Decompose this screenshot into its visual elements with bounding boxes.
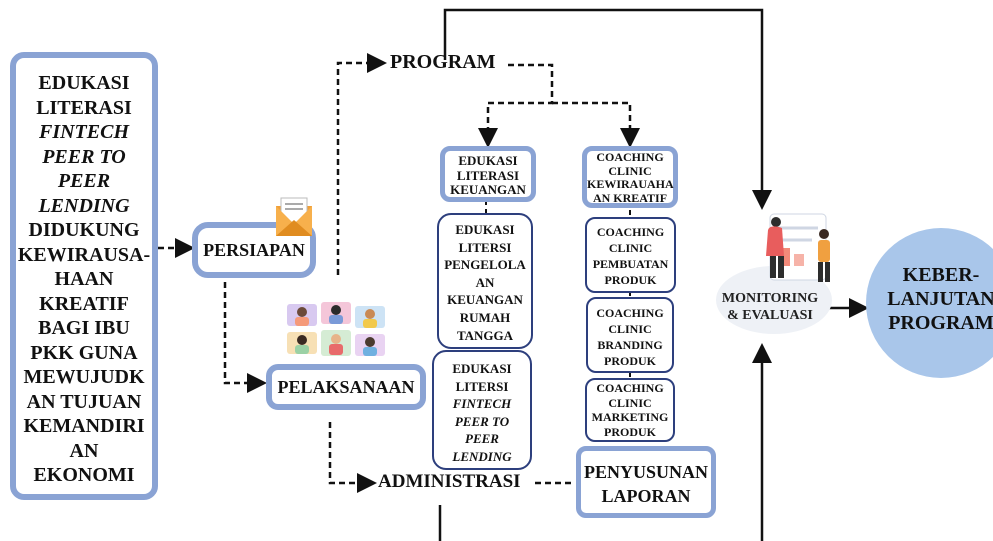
main-line: KEMANDIRI bbox=[23, 415, 145, 437]
pelaksanaan-box: PELAKSANAAN bbox=[266, 364, 426, 410]
keberlanjutan-line: LANJUTAN bbox=[887, 288, 993, 310]
keberlanjutan-line: KEBER- bbox=[902, 264, 980, 286]
keberlanjutan-line: PROGRAM bbox=[888, 312, 993, 334]
main-line: HAAN bbox=[54, 268, 114, 290]
main-line: KREATIF bbox=[39, 292, 129, 315]
col2-box2-line: COACHING bbox=[596, 225, 665, 239]
col1-box3-line: PEER TO bbox=[454, 413, 510, 429]
top-feedback-line bbox=[443, 8, 772, 210]
main-line: BAGI IBU bbox=[38, 317, 130, 339]
main-line: EDUKASI bbox=[38, 72, 130, 94]
col2-box3-line: COACHING bbox=[596, 306, 664, 320]
monitoring-line: & EVALUASI bbox=[727, 308, 813, 323]
program-branch-line-right bbox=[552, 101, 640, 148]
col2-box1-line: COACHING bbox=[596, 150, 664, 164]
col2-box2-line: CLINIC bbox=[608, 241, 653, 255]
monitoring-line: MONITORING bbox=[721, 291, 819, 306]
persiapan-label: PERSIAPAN bbox=[203, 240, 305, 260]
coaching-pembuatan-produk-box: COACHING CLINIC PEMBUATAN PRODUK bbox=[585, 217, 676, 293]
col1-box2-line: KEUANGAN bbox=[447, 292, 523, 308]
col2-box3-line: CLINIC bbox=[608, 322, 652, 336]
monitoring-evaluasi-label: MONITORING & EVALUASI bbox=[712, 290, 828, 324]
col2-box4-line: CLINIC bbox=[608, 395, 652, 410]
coaching-branding-produk-box: COACHING CLINIC BRANDING PRODUK bbox=[586, 297, 674, 373]
main-line: EKONOMI bbox=[33, 464, 135, 486]
coaching-kewirausahaan-box: COACHING CLINIC KEWIRAUAHA AN KREATIF bbox=[582, 146, 678, 208]
col1-box2-line: RUMAH bbox=[459, 309, 511, 325]
edukasi-literasi-keuangan-box: EDUKASI LITERASI KEUANGAN bbox=[440, 146, 536, 202]
col1-box3-line: EDUKASI bbox=[452, 361, 512, 376]
edukasi-pengelolaan-keuangan-box: EDUKASI LITERSI PENGELOLA AN KEUANGAN RU… bbox=[437, 213, 533, 349]
main-line: AN TUJUAN bbox=[26, 390, 142, 413]
penyusunan-line: LAPORAN bbox=[601, 486, 691, 506]
main-line: PEER TO bbox=[42, 145, 126, 168]
edukasi-fintech-box: EDUKASI LITERSI FINTECH PEER TO PEER LEN… bbox=[432, 350, 532, 470]
main-line: AN bbox=[69, 439, 99, 462]
col2-box3-line: PRODUK bbox=[604, 354, 656, 368]
col2-box1-line: CLINIC bbox=[608, 163, 652, 178]
col1-box3-line: PEER bbox=[465, 431, 499, 446]
col1-box3-line: LENDING bbox=[452, 448, 512, 464]
envelope-icon bbox=[276, 197, 312, 236]
main-line: MEWUJUDK bbox=[23, 366, 145, 388]
program-label: PROGRAM bbox=[390, 51, 496, 73]
arrow-to-pelaksanaan bbox=[223, 282, 267, 393]
arrow-to-administrasi bbox=[328, 422, 377, 493]
administrasi-label: ADMINISTRASI bbox=[378, 471, 521, 492]
col1-box2-line: AN bbox=[475, 274, 495, 290]
program-branch-line bbox=[478, 63, 554, 148]
arrow-to-program bbox=[336, 53, 387, 275]
col2-box1-line: AN KREATIF bbox=[592, 190, 668, 205]
col1-box2-line: LITERSI bbox=[458, 239, 512, 255]
pelaksanaan-label: PELAKSANAAN bbox=[277, 377, 415, 397]
main-line: FINTECH bbox=[38, 121, 130, 143]
col1-box1-line: KEUANGAN bbox=[450, 182, 526, 197]
main-line: PKK GUNA bbox=[30, 341, 138, 364]
monitoring-illustration bbox=[716, 213, 832, 334]
col1-box2-line: TANGGA bbox=[456, 327, 514, 343]
col1-box2-line: EDUKASI bbox=[455, 222, 515, 237]
penyusunan-laporan-box: PENYUSUNAN LAPORAN bbox=[576, 446, 716, 518]
main-line: PEER bbox=[57, 170, 111, 192]
col2-box1-line: KEWIRAUAHA bbox=[587, 177, 674, 191]
col1-box1-line: EDUKASI bbox=[458, 153, 518, 168]
col2-box4-line: PRODUK bbox=[604, 424, 656, 439]
keberlanjutan-program-circle: KEBER- LANJUTAN PROGRAM bbox=[866, 228, 993, 378]
col1-box2-line: PENGELOLA bbox=[444, 257, 526, 273]
main-line: DIDUKUNG bbox=[28, 219, 140, 241]
col1-box1-line: LITERASI bbox=[456, 167, 520, 183]
col1-box3-line: LITERSI bbox=[455, 378, 509, 394]
main-topic-box: EDUKASI LITERASI FINTECH PEER TO PEER LE… bbox=[10, 52, 158, 500]
main-line: KEWIRAUSA- bbox=[17, 243, 151, 266]
col1-box3-line: FINTECH bbox=[452, 396, 512, 411]
coaching-marketing-produk-box: COACHING CLINIC MARKETING PRODUK bbox=[585, 378, 675, 442]
col2-box2-line: PRODUK bbox=[604, 273, 657, 287]
main-line: LITERASI bbox=[36, 96, 132, 119]
col2-box2-line: PEMBUATAN bbox=[592, 257, 669, 271]
video-meeting-illustration bbox=[287, 302, 385, 356]
penyusunan-line: PENYUSUNAN bbox=[583, 462, 708, 482]
main-line: LENDING bbox=[38, 194, 130, 217]
col2-box4-line: COACHING bbox=[596, 381, 664, 395]
col2-box4-line: MARKETING bbox=[591, 410, 669, 424]
col2-box3-line: BRANDING bbox=[597, 338, 663, 352]
